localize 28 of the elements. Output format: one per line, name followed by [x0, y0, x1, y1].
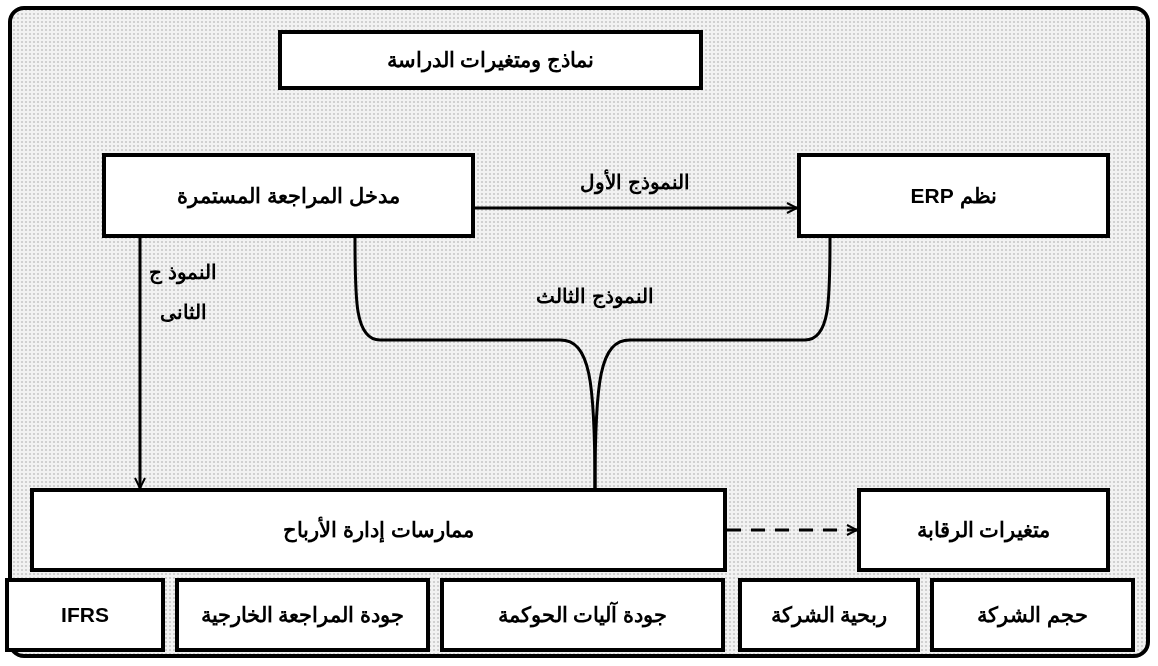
box-label: جودة المراجعة الخارجية	[200, 603, 405, 627]
connector-line	[353, 238, 597, 488]
process-box	[857, 488, 1110, 572]
box-label: متغيرات الرقابة	[916, 518, 1051, 542]
box-label: نظم ERP	[910, 183, 997, 208]
box-label: حجم الشركة	[977, 603, 1088, 627]
connector-line	[593, 238, 832, 488]
edge-label: النموذج الثالث	[535, 284, 655, 308]
box-label: ربحية الشركة	[770, 603, 888, 627]
process-box	[175, 578, 430, 652]
process-box	[278, 30, 703, 90]
process-box	[102, 153, 475, 238]
process-box	[738, 578, 920, 652]
box-label: جودة آليات الحوكمة	[497, 603, 668, 627]
process-box	[797, 153, 1110, 238]
arrow	[475, 202, 798, 214]
process-box	[5, 578, 165, 652]
process-box	[440, 578, 725, 652]
box-label: IFRS	[61, 603, 109, 627]
box-label: ممارسات إدارة الأرباح	[283, 518, 474, 542]
arrow	[727, 524, 858, 536]
box-label: نماذج ومتغيرات الدراسة	[386, 48, 595, 72]
box-label: مدخل المراجعة المستمرة	[177, 183, 400, 208]
arrow	[134, 238, 146, 489]
process-box	[930, 578, 1135, 652]
edge-label: النموذ ج الثانى	[148, 260, 218, 325]
edge-label: النموذج الأول	[579, 170, 691, 194]
process-box	[30, 488, 727, 572]
